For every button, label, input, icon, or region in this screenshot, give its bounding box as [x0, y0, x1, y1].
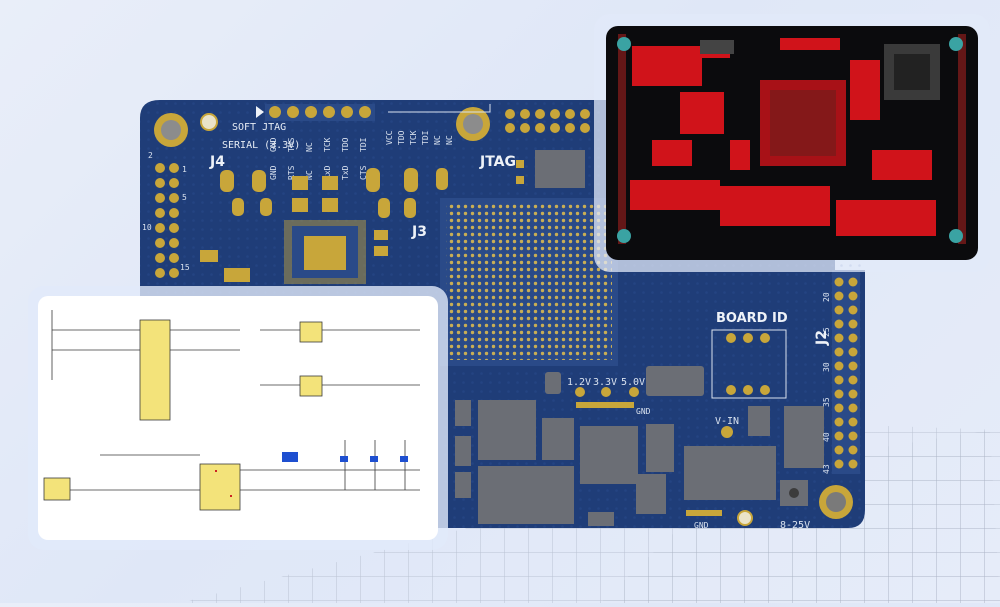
- svg-text:10: 10: [142, 223, 152, 232]
- svg-text:20: 20: [822, 292, 831, 302]
- svg-text:TDI: TDI: [359, 137, 368, 152]
- jtag-pin-labels-b: GND RTS NC RxD TxD CTS: [269, 165, 368, 180]
- svg-text:NC: NC: [445, 135, 454, 145]
- svg-text:RTS: RTS: [287, 165, 296, 180]
- jtag-connector: [535, 150, 585, 188]
- svg-text:VCC: VCC: [385, 130, 394, 145]
- svg-text:TMS: TMS: [287, 137, 296, 152]
- soft-jtag-label: SOFT JTAG: [232, 122, 286, 133]
- svg-text:NC: NC: [305, 170, 314, 180]
- jtag-header: [256, 104, 375, 121]
- label-vrange: 8-25V: [780, 520, 810, 531]
- label-3v3: 3.3V: [593, 377, 617, 388]
- bga-footprint: [446, 204, 612, 360]
- svg-text:RxD: RxD: [323, 165, 332, 180]
- j4-label: J4: [209, 154, 225, 170]
- label-gnd-bottom: GND: [694, 521, 709, 530]
- left-header: 1 2 5 10 15: [142, 151, 190, 278]
- svg-text:TCK: TCK: [409, 130, 418, 145]
- label-gnd-top: GND: [636, 407, 651, 416]
- top-right-header-pads: [505, 109, 590, 133]
- svg-text:1: 1: [182, 165, 187, 174]
- schematic-card: [28, 286, 448, 550]
- serial-label: SERIAL (3.3V): [222, 140, 300, 151]
- layout-render-card: [594, 14, 990, 272]
- svg-text:NC: NC: [305, 142, 314, 152]
- label-5v0: 5.0V: [621, 377, 645, 388]
- label-vin: V-IN: [715, 416, 739, 427]
- svg-text:TDO: TDO: [397, 130, 406, 145]
- svg-text:2: 2: [148, 151, 153, 160]
- svg-text:GND: GND: [269, 137, 278, 152]
- svg-text:35: 35: [822, 397, 831, 407]
- svg-text:5: 5: [182, 193, 187, 202]
- board-id-label: BOARD ID: [716, 311, 788, 326]
- label-1v2: 1.2V: [567, 377, 591, 388]
- svg-text:40: 40: [822, 432, 831, 442]
- svg-text:TCK: TCK: [323, 137, 332, 152]
- jtag-pin-labels-c: VCC TDO TCK TDI NC NC: [385, 130, 454, 145]
- svg-text:NC: NC: [433, 135, 442, 145]
- svg-text:15: 15: [180, 263, 190, 272]
- j3-label: J3: [411, 224, 427, 240]
- board-id-pads: [726, 333, 770, 395]
- svg-text:CTS: CTS: [359, 165, 368, 180]
- jtag-pin-labels-a: GND TMS NC TCK TDO TDI: [269, 137, 368, 152]
- power-section: [455, 366, 824, 526]
- jtag-label: JTAG: [479, 154, 516, 170]
- j2-label: J2: [814, 330, 830, 346]
- svg-text:TDI: TDI: [421, 130, 430, 145]
- svg-text:25: 25: [822, 327, 831, 337]
- svg-text:30: 30: [822, 362, 831, 372]
- svg-text:GND: GND: [269, 165, 278, 180]
- svg-text:TDO: TDO: [341, 137, 350, 152]
- j2-header: 20 25 30 35 40 43 J2: [814, 270, 860, 474]
- svg-text:43: 43: [822, 464, 831, 474]
- j4-passives: [200, 168, 448, 282]
- qfp-chip: [284, 220, 366, 284]
- svg-text:TxD: TxD: [341, 165, 350, 180]
